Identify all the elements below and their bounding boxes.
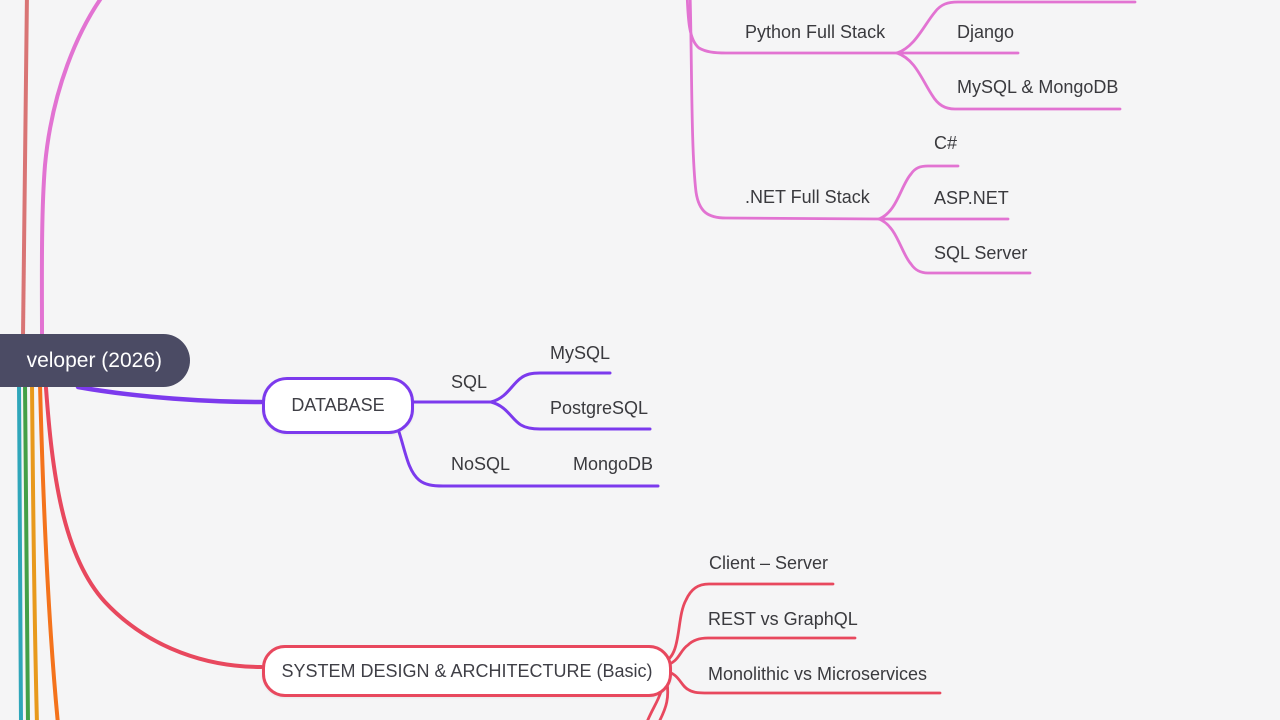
connector-rest-graphql [662, 636, 857, 668]
topic-dotnet-full-stack[interactable]: .NET Full Stack [745, 187, 870, 207]
topic-nosql[interactable]: NoSQL [451, 454, 511, 474]
connector-root-to-sysdesign [44, 386, 263, 669]
connector-python-child-top-cut [895, 0, 1137, 55]
connector-root-down-amber [30, 382, 39, 720]
topic-monolithic-vs-microservices[interactable]: Monolithic vs Microservices [708, 664, 928, 684]
topic-mongodb[interactable]: MongoDB [573, 454, 654, 474]
connector-dotnet-fullstack [688, 0, 881, 221]
topic-sql-server[interactable]: SQL Server [934, 243, 1028, 263]
connector-postgresql [489, 400, 652, 431]
topic-rest-vs-graphql[interactable]: REST vs GraphQL [708, 609, 858, 629]
connector-root-down-green [23, 382, 30, 720]
connector-python-fullstack [685, 0, 899, 55]
connector-root-up-salmon [21, 0, 29, 338]
connector-nosql-mongodb [395, 424, 660, 488]
topic-sql[interactable]: SQL [451, 372, 488, 392]
topic-mysql-mongodb[interactable]: MySQL & MongoDB [957, 77, 1119, 97]
node-database[interactable]: DATABASE [262, 377, 414, 434]
topic-aspnet[interactable]: ASP.NET [934, 188, 1009, 208]
root-node[interactable]: veloper (2026) [0, 334, 190, 387]
topic-django[interactable]: Django [957, 22, 1015, 42]
connector-mysql [489, 371, 612, 404]
topic-mysql[interactable]: MySQL [550, 343, 611, 363]
node-database-label: DATABASE [291, 395, 385, 415]
topic-postgresql[interactable]: PostgreSQL [550, 398, 649, 418]
topic-csharp[interactable]: C# [934, 133, 958, 153]
connector-sql-server [877, 217, 1032, 275]
connector-root-down-teal [17, 382, 23, 720]
topic-client-server[interactable]: Client – Server [709, 553, 829, 573]
connector-monolithic-microservices [662, 669, 942, 695]
connector-root-to-fullstack [39, 0, 103, 338]
connector-csharp [877, 164, 960, 221]
connector-root-to-database [75, 384, 264, 405]
connector-mysql-mongodb [895, 51, 1122, 111]
node-system-design-label: SYSTEM DESIGN & ARCHITECTURE (Basic) [281, 660, 653, 681]
root-node-label: veloper (2026) [26, 348, 162, 372]
node-system-design[interactable]: SYSTEM DESIGN & ARCHITECTURE (Basic) [262, 645, 672, 697]
connector-client-server [662, 582, 835, 664]
topic-python-full-stack[interactable]: Python Full Stack [745, 22, 886, 42]
connector-root-down-orange [38, 382, 60, 720]
